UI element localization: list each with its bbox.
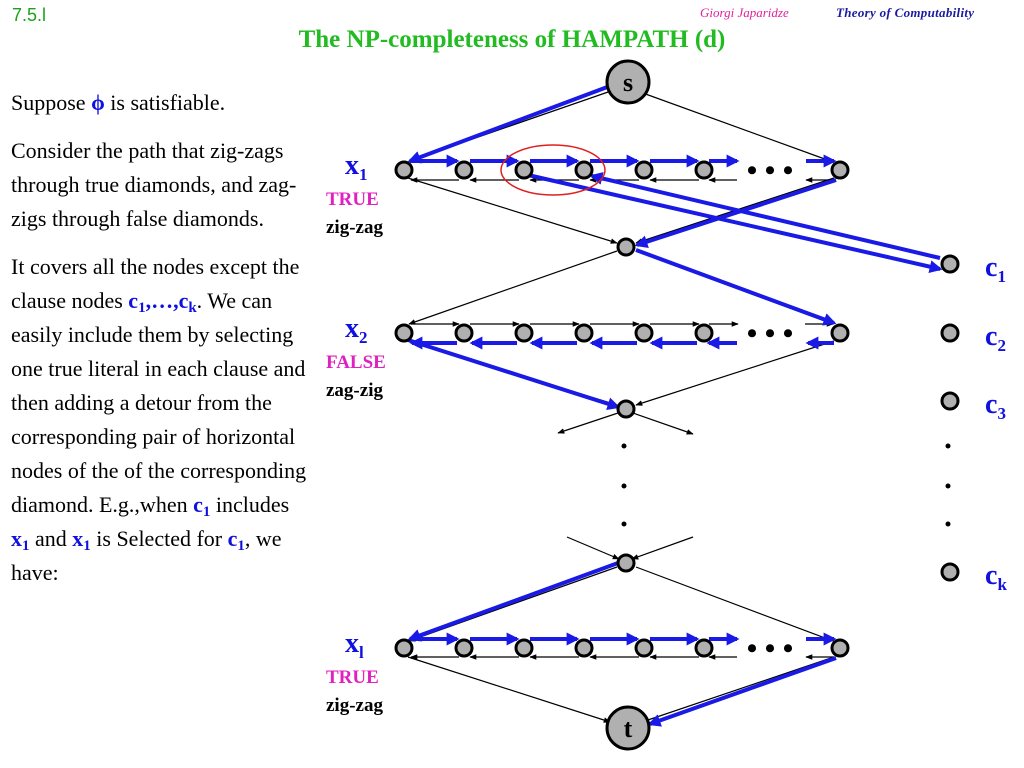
detour-highlight <box>500 144 606 196</box>
text-suppose: Suppose <box>11 90 92 115</box>
row-1-ellipsis: • • • <box>747 154 794 187</box>
label-c2: c2 <box>985 321 1006 355</box>
row-2-ellipsis: • • • <box>747 317 794 350</box>
value-true-l: TRUE <box>326 667 379 688</box>
label-c3: c3 <box>985 389 1006 423</box>
graph-nodes <box>394 59 960 751</box>
paragraph-3: It covers all the nodes except the claus… <box>11 250 311 590</box>
text-covers: It covers all the nodes except the claus… <box>11 254 300 313</box>
phi-symbol: ϕ <box>91 90 105 115</box>
text-includes: includes <box>210 492 290 517</box>
label-ck: ck <box>985 560 1007 594</box>
text-satisfiable: is satisfiable. <box>104 90 226 115</box>
hamiltonian-path <box>407 84 943 727</box>
mode-zigzag-l: zig-zag <box>326 695 383 716</box>
course-title: Theory of Computability <box>836 5 975 20</box>
vertical-ellipsis <box>621 443 951 527</box>
clause-c1: c1 <box>128 288 146 316</box>
row-2-nodes <box>394 323 850 343</box>
value-false-2: FALSE <box>326 352 386 373</box>
slide-number: 7.5.l <box>12 5 47 25</box>
var-x1: x1 <box>345 150 368 184</box>
text-and: and <box>29 526 73 551</box>
diamond-l-labels: xl TRUE zig-zag <box>326 628 383 716</box>
node-sep-1 <box>616 237 636 257</box>
paragraph-1: Suppose ϕ is satisfiable. <box>11 86 311 120</box>
clause-nodes <box>940 254 960 582</box>
node-s <box>605 59 651 105</box>
clause-range-sep: ,…, <box>145 288 179 313</box>
node-t <box>605 705 651 751</box>
text-we-have: , we have: <box>11 526 282 585</box>
diamond-1-labels: x1 TRUE zig-zag <box>326 150 383 238</box>
label-t: t <box>624 714 633 743</box>
clause-ck: ck <box>178 288 197 316</box>
literal-x1-selected: x1 <box>72 526 91 554</box>
row-3-nodes <box>394 638 850 658</box>
diamond-2-labels: x2 FALSE zag-zig <box>326 313 386 401</box>
author-name: Giorgi Japaridze <box>700 5 789 20</box>
node-sep-2 <box>616 399 636 419</box>
mode-zagzig-2: zag-zig <box>326 380 383 401</box>
row-3-ellipsis: • • • <box>747 632 794 665</box>
explanation-text: Suppose ϕ is satisfiable. Consider the p… <box>11 86 311 604</box>
mode-zigzag-1: zig-zag <box>326 217 383 238</box>
clause-c1-example: c1 <box>193 492 211 520</box>
value-true-1: TRUE <box>326 189 379 210</box>
literal-x1: x1 <box>11 526 30 554</box>
node-sep-3 <box>616 553 636 573</box>
clause-labels: c1 c2 c3 ck <box>985 252 1007 594</box>
paragraph-2: Consider the path that zig-zags through … <box>11 138 297 231</box>
slide-title: The NP-completeness of HAMPATH (d) <box>298 26 726 53</box>
var-x2: x2 <box>345 313 368 347</box>
row-1-nodes <box>394 160 850 180</box>
clause-c1-selected: c1 <box>227 526 245 554</box>
label-c1: c1 <box>985 252 1006 286</box>
text-selected-for: is Selected for <box>90 526 228 551</box>
label-s: s <box>623 68 633 97</box>
var-xl: xl <box>345 628 364 662</box>
text-detour: . We can easily include them by selectin… <box>11 288 307 517</box>
